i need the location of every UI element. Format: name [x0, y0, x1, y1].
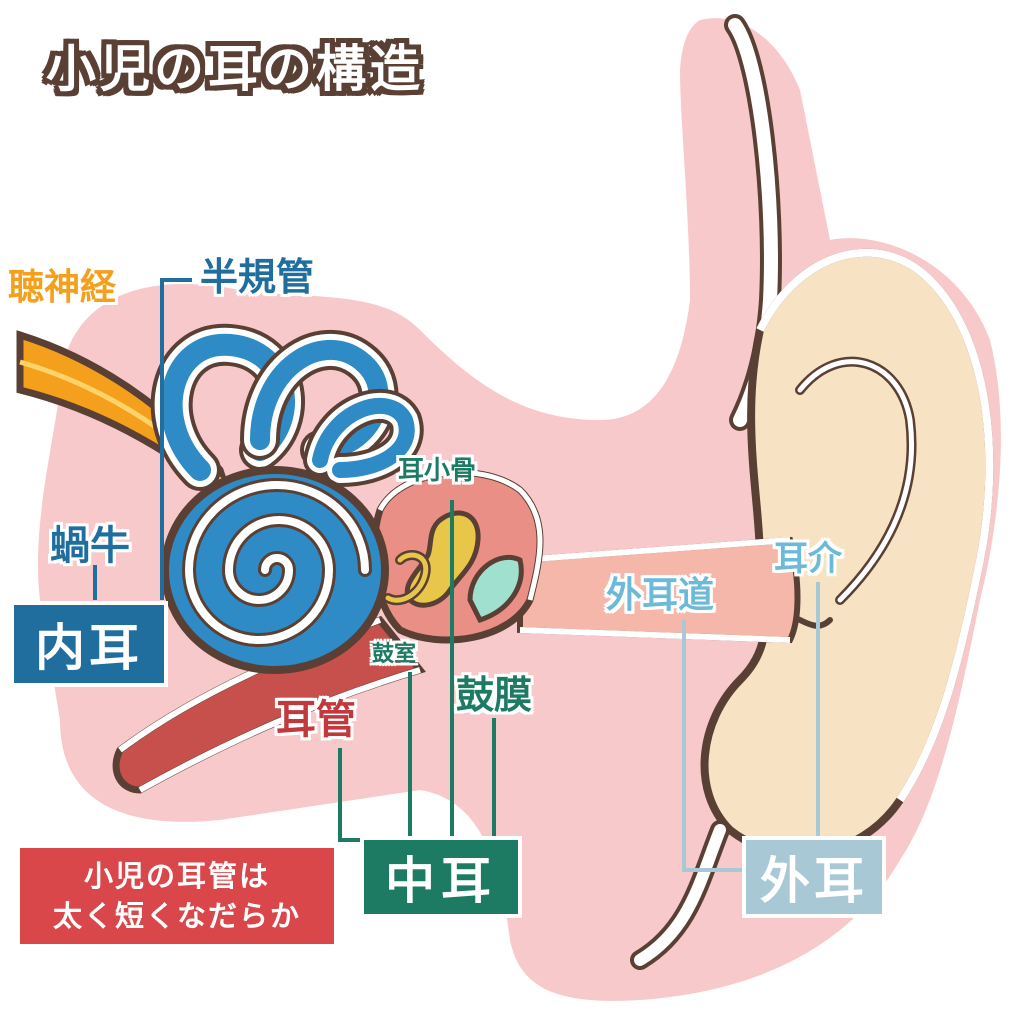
semicircular-canals-label: 半規管 [200, 255, 315, 299]
note-line-1: 小児の耳管は [83, 859, 270, 893]
leader-lines [93, 278, 820, 872]
eardrum-label: 鼓膜 [456, 673, 533, 717]
middle-ear-section-box: 中耳 [360, 836, 522, 918]
cochlea-label: 蝸牛 [50, 523, 130, 569]
outer-ear-section-box: 外耳 [742, 836, 886, 918]
tympanic-cavity-label: 鼓室 [372, 642, 417, 667]
ossicles-label: 耳小骨 [398, 456, 477, 486]
auditory-nerve-label: 聴神経 [8, 267, 117, 308]
ear-canal-label: 外耳道 [606, 575, 715, 616]
auricle-label: 耳介 [774, 539, 842, 579]
eustachian-tube-label: 耳管 [276, 697, 356, 743]
page-title: 小児の耳の構造 [46, 40, 424, 98]
eustachian-note-box: 小児の耳管は 太く短くなだらか [20, 848, 334, 944]
semicircular-canals-shape [150, 323, 424, 491]
ear-canal-shape [517, 536, 801, 644]
inner-ear-section-box: 内耳 [10, 601, 168, 687]
cochlea-shape [161, 466, 389, 674]
note-line-2: 太く短くなだらか [52, 899, 301, 933]
eardrum-shape [467, 554, 524, 624]
